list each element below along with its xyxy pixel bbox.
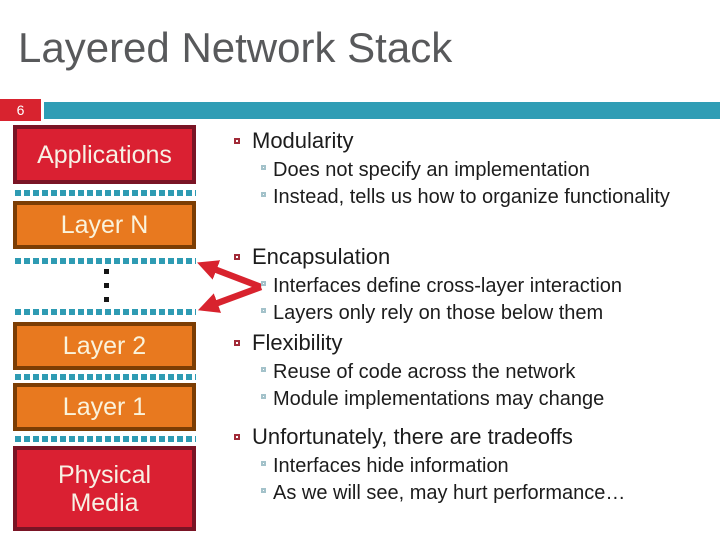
layer-boundary-dashed-line — [15, 190, 196, 196]
section-title: Flexibility — [252, 330, 343, 355]
section-title: Unfortunately, there are tradeoffs — [252, 424, 573, 449]
ellipsis-dot — [104, 297, 109, 302]
bullet-item-text: Instead, tells us how to organize functi… — [273, 186, 670, 208]
bullet-item-text: Does not specify an implementation — [273, 159, 590, 181]
section-header: Flexibility — [234, 328, 700, 358]
stack-box-layer-2: Layer 2 — [13, 322, 196, 370]
bullet-item: Reuse of code across the network — [234, 362, 700, 383]
layer-boundary-dashed-line — [15, 436, 196, 442]
slide-number: 6 — [16, 102, 25, 118]
stack-box-label: Layer 2 — [62, 332, 147, 360]
level1-square-bullet-icon — [234, 138, 240, 144]
level2-square-bullet-icon — [261, 308, 266, 313]
bullet-item: Module implementations may change — [234, 389, 700, 410]
section-modularity: Modularity Does not specify an implement… — [234, 126, 700, 208]
section-encapsulation: Encapsulation Interfaces define cross-la… — [234, 242, 700, 324]
stack-box-layer-1: Layer 1 — [13, 383, 196, 431]
ellipsis-dot — [104, 283, 109, 288]
bullet-item: Layers only rely on those below them — [234, 303, 700, 324]
bullet-item-text: As we will see, may hurt performance… — [273, 482, 626, 504]
bullet-item-text: Reuse of code across the network — [273, 361, 576, 383]
level2-square-bullet-icon — [261, 488, 266, 493]
bullet-item: Instead, tells us how to organize functi… — [234, 187, 700, 208]
bullet-item: Interfaces hide information — [234, 456, 700, 477]
ellipsis-dot — [104, 269, 109, 274]
stack-box-label: Layer N — [60, 211, 149, 239]
section-flexibility: Flexibility Reuse of code across the net… — [234, 328, 700, 410]
bullet-item: Interfaces define cross-layer interactio… — [234, 276, 700, 297]
header-accent-bar — [44, 102, 720, 119]
level2-square-bullet-icon — [261, 165, 266, 170]
level1-square-bullet-icon — [234, 340, 240, 346]
section-title: Encapsulation — [252, 244, 391, 269]
section-header: Modularity — [234, 126, 700, 156]
bullet-item-text: Layers only rely on those below them — [273, 302, 604, 324]
bullet-item: As we will see, may hurt performance… — [234, 483, 700, 504]
section-title: Modularity — [252, 128, 354, 153]
layer-boundary-dashed-line — [15, 258, 196, 264]
stack-box-physical-media: Physical Media — [13, 446, 196, 531]
level2-square-bullet-icon — [261, 281, 266, 286]
section-header: Encapsulation — [234, 242, 700, 272]
slide-number-badge: 6 — [0, 99, 41, 121]
bullet-item-text: Interfaces define cross-layer interactio… — [273, 275, 623, 297]
slide-title: Layered Network Stack — [18, 24, 453, 71]
stack-box-label: Physical Media — [57, 460, 152, 517]
vertical-ellipsis-icon — [104, 269, 109, 302]
bullet-item-text: Interfaces hide information — [273, 455, 509, 477]
level2-square-bullet-icon — [261, 367, 266, 372]
stack-box-label: Applications — [37, 140, 172, 169]
section-header: Unfortunately, there are tradeoffs — [234, 422, 700, 452]
section-tradeoffs: Unfortunately, there are tradeoffs Inter… — [234, 422, 700, 504]
level2-square-bullet-icon — [261, 192, 266, 197]
level2-square-bullet-icon — [261, 394, 266, 399]
stack-box-layer-n: Layer N — [13, 201, 196, 249]
stack-box-label: Layer 1 — [62, 393, 147, 421]
stack-box-applications: Applications — [13, 125, 196, 184]
level1-square-bullet-icon — [234, 254, 240, 260]
level2-square-bullet-icon — [261, 461, 266, 466]
layer-boundary-dashed-line — [15, 309, 196, 315]
layer-boundary-dashed-line — [15, 374, 196, 380]
interfaces-double-arrow-icon — [197, 260, 263, 313]
level1-square-bullet-icon — [234, 434, 240, 440]
bullet-item-text: Module implementations may change — [273, 388, 605, 410]
bullet-item: Does not specify an implementation — [234, 160, 700, 181]
